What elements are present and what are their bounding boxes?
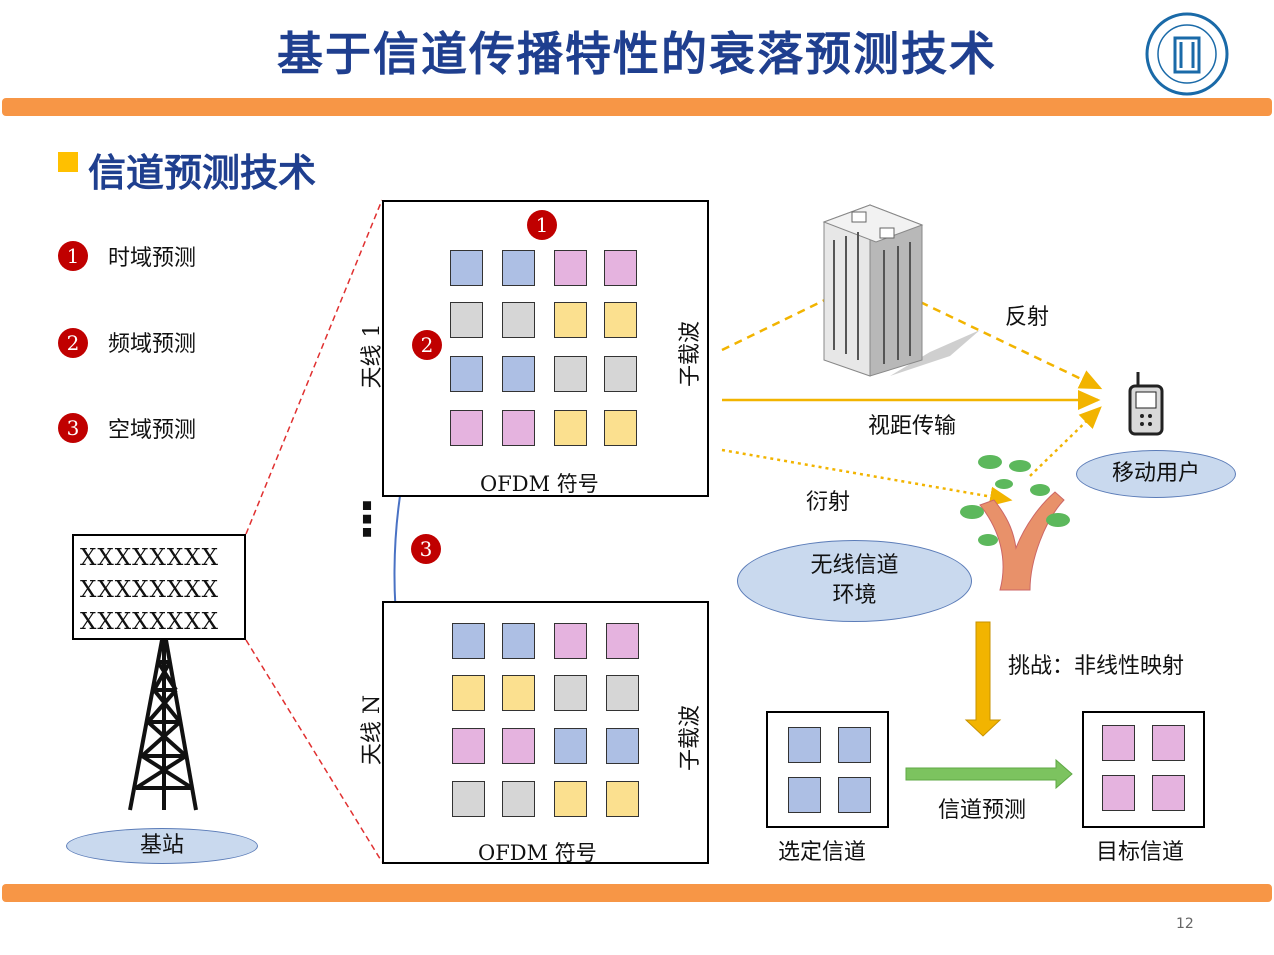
selected-channel-label: 选定信道 — [778, 840, 867, 865]
panel-row: XXXXXXXX — [80, 609, 219, 635]
grid-cell — [554, 675, 587, 711]
legend-marker-3: 3 — [58, 413, 88, 443]
antenna-n-grid: OFDM 符号 — [382, 601, 709, 865]
bottom-divider-bar — [2, 884, 1272, 902]
legend-label-space: 空域预测 — [108, 418, 197, 443]
legend-marker-2: 2 — [58, 328, 88, 358]
base-station-label: 基站 — [66, 828, 258, 864]
grid-cell — [604, 410, 637, 446]
legend-marker-1: 1 — [58, 241, 88, 271]
legend-label-time: 时域预测 — [108, 246, 197, 271]
grid-cell — [554, 302, 587, 338]
grid-cell — [606, 781, 639, 817]
channel-env-line1: 无线信道 — [810, 553, 899, 578]
antenna-1-grid: OFDM 符号 — [382, 200, 709, 497]
grid-cell — [838, 777, 871, 813]
subcarrier-label: 子载波 — [678, 705, 703, 772]
antenna-n-label: 天线 N — [360, 694, 385, 766]
grid-cell — [452, 728, 485, 764]
mobile-user-text: 移动用户 — [1111, 461, 1200, 486]
grid-cell — [838, 727, 871, 763]
grid-cell — [502, 728, 535, 764]
grid-cell — [502, 302, 535, 338]
grid-cell — [1102, 775, 1135, 811]
base-station-text: 基站 — [139, 833, 184, 858]
grid-cell — [450, 410, 483, 446]
grid-cell — [452, 781, 485, 817]
grid-cell — [604, 250, 637, 286]
grid-cell — [452, 675, 485, 711]
tree-icon — [960, 455, 1070, 591]
grid-cell — [502, 250, 535, 286]
grid-cell — [604, 302, 637, 338]
grid-cell — [502, 356, 535, 392]
grid-cell — [554, 250, 587, 286]
target-channel-box — [1082, 711, 1205, 828]
grid-cell — [604, 356, 637, 392]
section-heading: 信道预测技术 — [88, 151, 317, 195]
channel-environment: 无线信道 环境 — [737, 540, 972, 622]
reflection-label: 反射 — [1005, 305, 1050, 330]
diffraction-label: 衍射 — [806, 490, 851, 515]
legend-label-frequency: 频域预测 — [108, 332, 197, 357]
grid-cell — [606, 623, 639, 659]
target-channel-label: 目标信道 — [1096, 840, 1185, 865]
antenna-panel: XXXXXXXX XXXXXXXX XXXXXXXX — [72, 534, 246, 640]
grid-cell — [450, 356, 483, 392]
grid-cell — [452, 623, 485, 659]
antenna-1-label: 天线 1 — [360, 323, 385, 389]
grid-cell — [502, 410, 535, 446]
panel-row: XXXXXXXX — [80, 577, 219, 603]
grid-cell — [788, 777, 821, 813]
grid-cell — [606, 675, 639, 711]
heading-bullet-icon — [58, 152, 78, 172]
vertical-ellipsis: ⋮ — [344, 492, 390, 546]
grid-cell — [554, 356, 587, 392]
challenge-label: 挑战：非线性映射 — [1008, 654, 1185, 679]
grid-cell — [1152, 775, 1185, 811]
university-logo — [1145, 12, 1229, 96]
marker-frequency: 2 — [412, 330, 442, 360]
top-divider-bar — [2, 98, 1272, 116]
grid-cell — [606, 728, 639, 764]
panel-row: XXXXXXXX — [80, 545, 219, 571]
page-number: 12 — [1176, 916, 1194, 932]
subcarrier-label: 子载波 — [678, 321, 703, 388]
ofdm-symbol-label: OFDM 符号 — [480, 472, 599, 496]
grid-cell — [1152, 725, 1185, 761]
grid-cell — [554, 781, 587, 817]
grid-cell — [554, 623, 587, 659]
channel-prediction-label: 信道预测 — [938, 798, 1027, 823]
grid-cell — [1102, 725, 1135, 761]
mobile-user-label: 移动用户 — [1076, 450, 1236, 498]
channel-env-line2: 环境 — [832, 583, 877, 608]
slide-title: 基于信道传播特性的衰落预测技术 — [277, 27, 997, 81]
line-of-sight-label: 视距传输 — [868, 414, 957, 439]
grid-cell — [502, 675, 535, 711]
ofdm-symbol-label: OFDM 符号 — [478, 841, 597, 865]
grid-cell — [450, 250, 483, 286]
selected-channel-box — [766, 711, 889, 828]
marker-space: 3 — [411, 534, 441, 564]
grid-cell — [554, 410, 587, 446]
grid-cell — [450, 302, 483, 338]
building-icon — [822, 204, 980, 377]
marker-time: 1 — [527, 210, 557, 240]
mobile-phone-icon — [1128, 372, 1164, 436]
grid-cell — [554, 728, 587, 764]
tower-icon — [128, 639, 198, 811]
grid-cell — [788, 727, 821, 763]
grid-cell — [502, 623, 535, 659]
grid-cell — [502, 781, 535, 817]
